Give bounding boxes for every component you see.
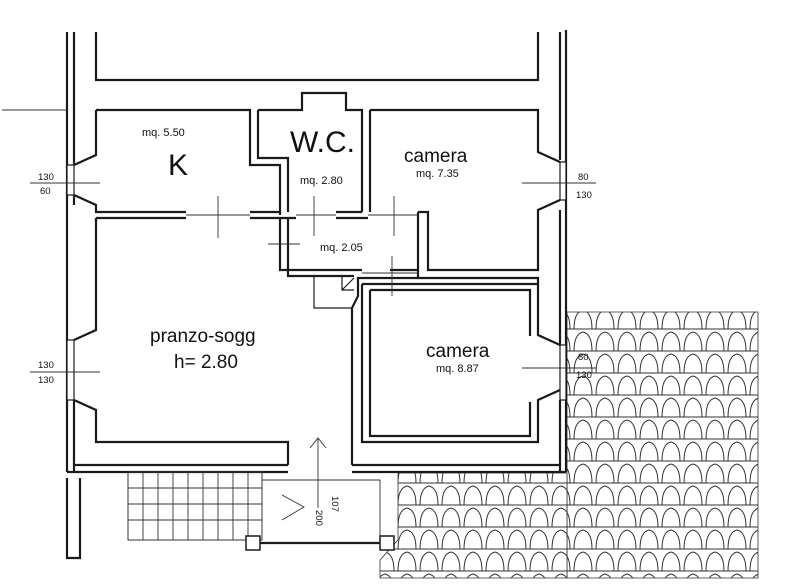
window-left-bottom-top: 130 <box>38 360 54 371</box>
window-dim-lines <box>30 182 596 373</box>
wc-area: mq. 2.80 <box>300 175 343 187</box>
stair-treads <box>142 472 263 540</box>
bedroom-top-area: mq. 7.35 <box>416 168 459 180</box>
window-left-top <box>66 164 75 196</box>
stair-arrow <box>281 494 305 521</box>
door-bedroom-top <box>368 196 418 236</box>
bedroom-bottom-walls <box>360 282 561 444</box>
living-walls <box>73 226 362 465</box>
hall-area: mq. 2.05 <box>320 242 363 254</box>
window-right-bottom <box>559 344 567 401</box>
bedroom-top-walls <box>368 108 561 284</box>
stairs <box>65 471 395 560</box>
kitchen-walls <box>73 108 282 215</box>
living-height: h= 2.80 <box>174 352 238 373</box>
left-wall <box>65 32 76 472</box>
window-right-top-bottom: 130 <box>576 190 592 201</box>
door-wc <box>296 196 336 236</box>
roof-tiles-right <box>566 311 759 579</box>
roof-tiles <box>379 311 759 579</box>
window-right-bottom-top: 80 <box>578 352 589 363</box>
stair-landing <box>127 471 263 541</box>
window-right-top <box>559 161 567 201</box>
interior-walls <box>73 91 561 465</box>
stair-post-left <box>245 535 261 551</box>
outer-walls <box>65 30 568 474</box>
top-parapet <box>94 32 562 150</box>
labels: mq. 5.50 K W.C. mq. 2.80 mq. 2.05 camera… <box>38 126 592 526</box>
kitchen-area: mq. 5.50 <box>142 127 185 139</box>
hall-walls <box>278 218 418 280</box>
bedroom-bottom-name: camera <box>426 341 490 362</box>
stairs-rise: 200 <box>313 510 324 526</box>
kitchen-name: K <box>168 149 188 182</box>
bedroom-bottom-area: mq. 8.87 <box>436 363 479 375</box>
stair-run <box>128 479 381 540</box>
living-walls-2 <box>94 218 98 222</box>
living-name: pranzo-sogg <box>150 326 256 347</box>
roof-tiles-bottom <box>379 472 568 579</box>
window-right-bottom-bottom: 130 <box>576 370 592 381</box>
window-right-top-top: 80 <box>578 172 589 183</box>
wc-name: W.C. <box>290 126 355 159</box>
entry-arrow <box>309 437 327 508</box>
right-wall <box>558 30 568 472</box>
left-column <box>65 478 82 560</box>
kitchen-walls-inner <box>94 216 288 226</box>
window-left-bottom-bottom: 130 <box>38 375 54 386</box>
window-left-top-top: 130 <box>38 172 54 183</box>
door-bedroom-bottom <box>362 256 418 296</box>
door-kitchen <box>186 196 250 238</box>
windows <box>30 161 596 401</box>
window-left-bottom <box>66 339 75 401</box>
window-left-top-bottom: 60 <box>40 186 51 197</box>
door-markers <box>186 196 418 508</box>
hall-closet <box>313 276 355 309</box>
stair-post-right <box>379 535 395 551</box>
bottom-wall <box>67 463 566 474</box>
wc-walls <box>256 91 368 220</box>
stairs-run: 107 <box>329 496 340 512</box>
bedroom-top-name: camera <box>404 146 468 167</box>
